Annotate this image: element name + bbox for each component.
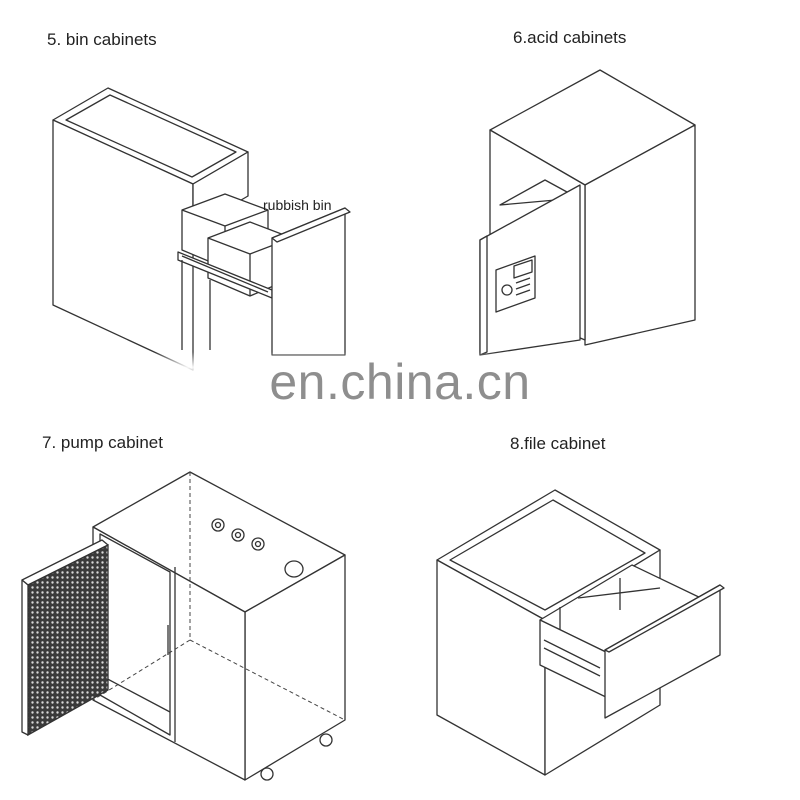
rubbish-bin-label: rubbish bin <box>263 197 332 213</box>
pump-cabinet-label: 7. pump cabinet <box>42 433 163 452</box>
acid-cabinets-label: 6.acid cabinets <box>513 28 627 47</box>
pump-cabinet-drawing <box>21 471 346 781</box>
bin-cabinets-label: 5. bin cabinets <box>47 30 157 49</box>
file-cabinet-label: 8.file cabinet <box>510 434 606 453</box>
valve-ports-icon <box>211 518 304 578</box>
watermark-band <box>95 352 705 386</box>
file-cabinet-drawing <box>436 489 725 776</box>
acid-cabinet-drawing <box>479 69 696 356</box>
keypad-lock-icon <box>495 255 536 313</box>
bin-cabinet-drawing <box>52 87 351 371</box>
watermark: en.china.cn <box>269 354 531 410</box>
